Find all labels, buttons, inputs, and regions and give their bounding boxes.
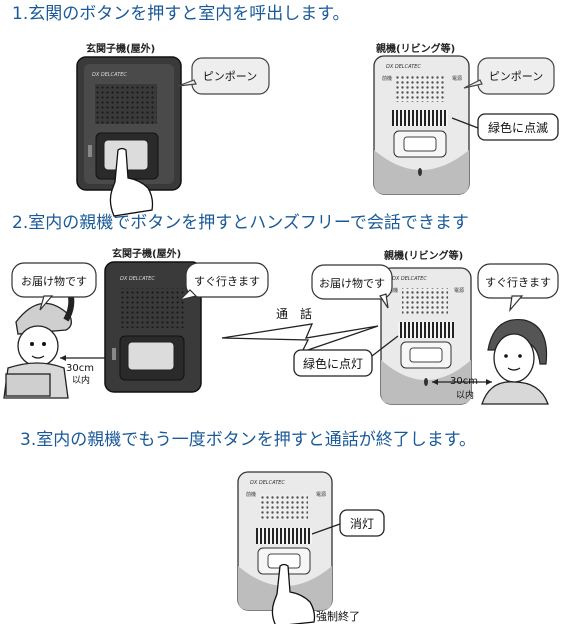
distance-value-1: 30cm	[66, 363, 94, 374]
door-unit-1: DX DELCATEC	[76, 56, 182, 191]
resident-person	[481, 318, 549, 405]
brand-mark: DX DELCATEC	[250, 480, 285, 486]
bubble-otodoke-1-text: お届け物です	[21, 274, 87, 288]
label-left: 前機	[246, 491, 256, 498]
distance-indicator-2: 30cm 以内	[432, 376, 492, 401]
distance-indicator-1: 30cm 以内	[60, 355, 112, 386]
door-unit-caption-1: 玄関子機(屋外)	[86, 44, 156, 55]
bubble-suguikimasu-1: すぐ行きます	[178, 262, 269, 302]
delivery-person	[3, 291, 75, 399]
talk-label: 通 話	[276, 306, 312, 321]
main-unit-1: DX DELCATEC 前機 電源	[373, 55, 470, 195]
label-right: 電源	[452, 75, 462, 82]
step-3-heading: 3.室内の親機でもう一度ボタンを押すと通話が終了します。	[20, 430, 477, 450]
brand-mark: DX DELCATEC	[392, 276, 427, 282]
brand-mark: DX DELCATEC	[120, 276, 155, 282]
bubble-otodoke-2-text: お届け物です	[319, 276, 385, 290]
bubble-suguikimasu-2: すぐ行きます	[477, 263, 559, 312]
pressing-hand-3	[271, 563, 316, 624]
bubble-pinpon-2-text: ピンポーン	[489, 70, 543, 83]
pressing-hand	[109, 147, 154, 217]
label-left: 前機	[382, 75, 392, 82]
bubble-otodoke-1: お届け物です	[11, 262, 97, 311]
main-unit-3: DX DELCATEC 前機 電源	[237, 471, 333, 611]
distance-value-2: 30cm	[450, 376, 478, 387]
label-right: 電源	[454, 287, 464, 294]
door-unit-2: DX DELCATEC	[104, 261, 202, 393]
brand-mark: DX DELCATEC	[92, 72, 127, 78]
forced-end-label: 強制終了	[316, 609, 360, 623]
door-unit-caption-2: 玄関子機(屋外)	[112, 249, 182, 260]
main-unit-caption-2: 親機(リビング等)	[384, 251, 464, 262]
distance-unit-1: 以内	[72, 374, 90, 386]
bubble-suguikimasu-1-text: すぐ行きます	[194, 275, 260, 288]
label-right: 電源	[316, 491, 326, 498]
label-left: 前機	[388, 287, 398, 294]
callout-off: 消灯	[311, 509, 385, 537]
step-2-heading: 2.室内の親機でボタンを押すとハンズフリーで会話できます	[12, 213, 469, 233]
brand-mark: DX DELCATEC	[386, 64, 421, 70]
talk-connection: 通 話	[221, 306, 379, 354]
main-unit-caption-1: 親機(リビング等)	[376, 44, 456, 55]
bubble-otodoke-2: お届け物です	[311, 264, 393, 309]
callout-blink-green: 緑色に点滅	[451, 113, 559, 141]
bubble-pinpon-1: ピンポーン	[177, 57, 270, 95]
bubble-pinpon-1-text: ピンポーン	[203, 70, 257, 83]
bubble-pinpon-2: ピンポーン	[463, 57, 555, 95]
callout-blink-green-text: 緑色に点滅	[488, 120, 548, 135]
bubble-suguikimasu-2-text: すぐ行きます	[485, 276, 551, 289]
main-unit-2: DX DELCATEC 前機 電源	[380, 267, 472, 405]
callout-lit-green-text: 緑色に点灯	[303, 356, 363, 371]
distance-unit-2: 以内	[456, 389, 474, 401]
callout-off-text: 消灯	[350, 517, 374, 531]
callout-lit-green: 緑色に点灯	[293, 335, 399, 377]
step-1-heading: 1.玄関のボタンを押すと室内を呼出します。	[12, 4, 350, 24]
